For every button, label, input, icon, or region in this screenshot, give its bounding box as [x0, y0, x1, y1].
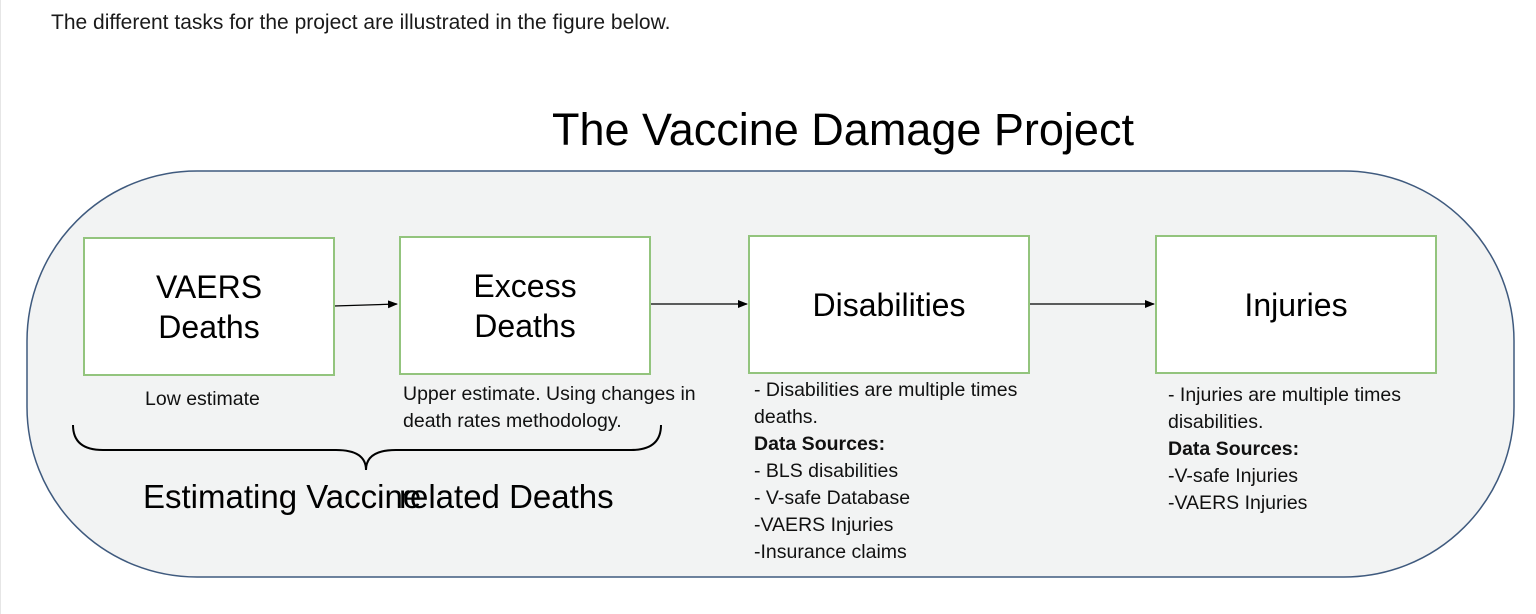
box-excess-deaths: Excess Deaths	[399, 236, 651, 375]
note-disabilities-source: -VAERS Injuries	[754, 514, 894, 536]
note-excess: Upper estimate. Using changes in death r…	[403, 381, 696, 435]
note-disabilities-source: - V-safe Database	[754, 487, 911, 509]
note-injuries-line: - Injuries are multiple times	[1168, 384, 1401, 406]
note-disabilities-line: deaths.	[754, 406, 818, 428]
box-injuries: Injuries	[1155, 235, 1437, 374]
note-injuries: - Injuries are multiple times disabiliti…	[1168, 382, 1401, 517]
note-injuries-source: -VAERS Injuries	[1168, 492, 1308, 514]
box-vaers-deaths-line1: VAERS	[155, 268, 263, 305]
box-vaers-deaths-line2: Deaths	[158, 308, 260, 345]
deaths-brace	[72, 424, 662, 471]
note-excess-line: death rates methodology.	[403, 410, 622, 432]
note-disabilities-line: - Disabilities are multiple times	[754, 379, 1018, 401]
project-container	[26, 170, 1515, 578]
box-disabilities: Disabilities	[748, 235, 1030, 374]
diagram-title: The Vaccine Damage Project	[552, 104, 1134, 155]
intro-text: The different tasks for the project are …	[51, 11, 671, 34]
note-vaers: Low estimate	[145, 388, 260, 410]
box-injuries-label: Injuries	[1244, 286, 1348, 323]
box-vaers-deaths: VAERS Deaths	[83, 237, 335, 376]
note-disabilities-heading: Data Sources:	[754, 433, 886, 455]
box-excess-deaths-line1: Excess	[473, 267, 577, 304]
brace-label-part2: related Deaths	[399, 478, 614, 515]
note-disabilities-source: -Insurance claims	[754, 541, 907, 563]
note-injuries-source: -V-safe Injuries	[1168, 465, 1299, 487]
note-injuries-heading: Data Sources:	[1168, 438, 1300, 460]
page-left-border	[0, 0, 1, 614]
brace-label-part1: Estimating Vaccine	[143, 478, 422, 515]
note-disabilities: - Disabilities are multiple times deaths…	[754, 377, 1017, 566]
note-excess-line: Upper estimate. Using changes in	[403, 383, 696, 405]
arrow-vaers-to-excess	[333, 300, 398, 309]
box-excess-deaths-line2: Deaths	[474, 307, 576, 344]
note-injuries-line: disabilities.	[1168, 411, 1264, 433]
box-disabilities-label: Disabilities	[812, 286, 966, 323]
note-disabilities-source: - BLS disabilities	[754, 460, 899, 482]
